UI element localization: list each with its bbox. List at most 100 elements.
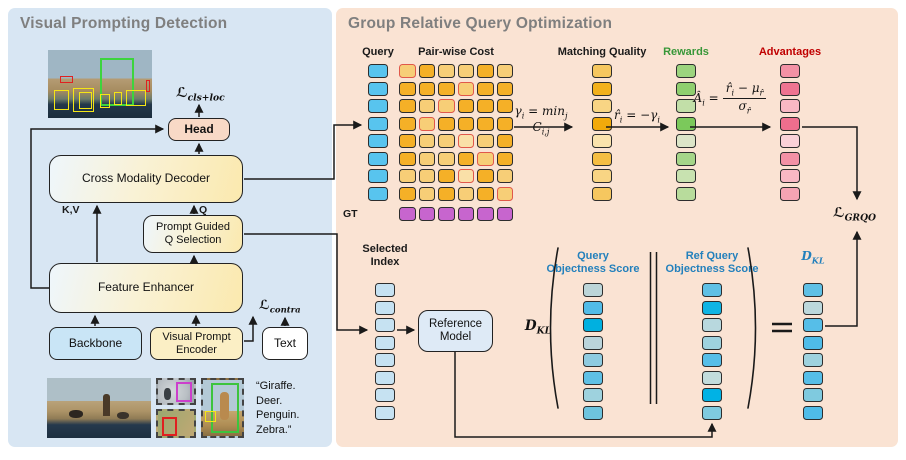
square xyxy=(457,207,474,221)
square xyxy=(368,81,388,96)
cost-cell xyxy=(418,169,435,183)
backbone-box: Backbone xyxy=(49,327,142,360)
selected-index-line2: Index xyxy=(370,256,400,269)
cost-cell xyxy=(438,134,455,148)
f3-fraction: r̂i − μr̂ σr̂ xyxy=(722,81,767,116)
cost-cell xyxy=(496,151,513,166)
cost-cell xyxy=(438,81,455,96)
prompt-line: Penguin. xyxy=(256,409,300,421)
loss-grqo-symbol: ℒ xyxy=(833,205,845,221)
left-panel-title: Visual Prompting Detection xyxy=(20,15,228,32)
selected-index-header: Selected Index xyxy=(355,243,415,269)
yellow-detection-box xyxy=(54,90,69,110)
square xyxy=(676,151,696,166)
square xyxy=(702,300,722,315)
f3-n2: − μ xyxy=(734,81,760,95)
cost-cell xyxy=(399,116,416,131)
cost-cell xyxy=(457,99,474,113)
square xyxy=(438,207,455,221)
square xyxy=(399,207,416,221)
square xyxy=(368,64,388,78)
square xyxy=(583,388,603,402)
text-box: Text xyxy=(262,327,308,360)
dkl-op-sub: KL xyxy=(536,325,552,337)
cross-modality-decoder-box: Cross Modality Decoder xyxy=(49,155,243,203)
square xyxy=(592,99,612,113)
pgqs-label-line1: Prompt Guided xyxy=(156,221,230,234)
loss-grqo-subscript: GRQO xyxy=(844,212,876,224)
square xyxy=(368,169,388,183)
gt-label: GT xyxy=(343,208,358,220)
query-objectness-column xyxy=(583,283,603,420)
square xyxy=(702,318,722,332)
f1-gamma: γ xyxy=(514,104,522,118)
square xyxy=(780,151,800,166)
square xyxy=(368,116,388,131)
cross-modality-decoder-label: Cross Modality Decoder xyxy=(81,171,211,186)
f3-d1: σ xyxy=(738,99,747,114)
detection-result-image xyxy=(48,50,152,118)
giraffe-silhouette xyxy=(103,394,110,416)
reward-formula: r̂i = −γi xyxy=(598,108,676,124)
pgqs-label-line2: Q Selection xyxy=(164,234,222,246)
cost-cell xyxy=(399,81,416,96)
green-prompt-box xyxy=(211,383,239,433)
ref-query-objectness-header: Ref Query Objectness Score xyxy=(664,250,760,276)
square xyxy=(496,207,513,221)
square xyxy=(592,151,612,166)
rewards-header: Rewards xyxy=(663,46,709,58)
square xyxy=(780,186,800,201)
advantage-formula: Âi = r̂i − μr̂ σr̂ xyxy=(684,81,776,116)
f3-denominator: σr̂ xyxy=(739,99,751,115)
square xyxy=(375,353,395,367)
visual-prompt-giraffe-tall-image xyxy=(201,378,244,438)
square xyxy=(368,186,388,201)
square xyxy=(803,283,823,297)
square xyxy=(676,81,696,96)
magenta-prompt-box xyxy=(176,382,192,402)
square xyxy=(803,300,823,315)
square xyxy=(375,335,395,350)
square xyxy=(803,388,823,402)
square xyxy=(583,318,603,332)
cost-cell xyxy=(496,116,513,131)
prompt-guided-q-selection-box: Prompt Guided Q Selection xyxy=(143,215,243,253)
advantages-column xyxy=(780,64,800,201)
backbone-label: Backbone xyxy=(68,335,123,350)
cost-cell-min xyxy=(418,116,435,131)
dkl-column-header: DKL xyxy=(793,249,833,265)
square xyxy=(418,207,435,221)
f2-sub-i2: i xyxy=(657,114,660,125)
square xyxy=(592,64,612,78)
f3-n2s: r̂ xyxy=(759,87,764,98)
square xyxy=(702,370,722,385)
yellow-detection-box xyxy=(73,88,94,112)
reference-model-line2: Model xyxy=(439,331,472,343)
f2-sub-i: i xyxy=(619,114,623,125)
f3-sub-i: i xyxy=(702,97,705,108)
square xyxy=(375,318,395,332)
visual-prompt-encoder-box: Visual Prompt Encoder xyxy=(150,327,243,360)
cost-cell xyxy=(477,81,494,96)
square xyxy=(780,99,800,113)
cost-cell xyxy=(457,186,474,201)
square xyxy=(803,335,823,350)
feature-enhancer-label: Feature Enhancer xyxy=(97,280,195,295)
cost-cell xyxy=(418,134,435,148)
dkl-col-sub: KL xyxy=(811,255,825,266)
square xyxy=(583,370,603,385)
selected-index-line1: Selected xyxy=(362,243,408,255)
loss-cls-loc-subscript: cls+loc xyxy=(187,92,225,104)
loss-contra-subscript: contra xyxy=(269,305,301,316)
reference-model-line1: Reference xyxy=(428,317,483,330)
square xyxy=(583,405,603,420)
head-label: Head xyxy=(184,121,214,136)
square xyxy=(803,405,823,420)
loss-grqo: ℒGRQO xyxy=(833,205,876,224)
head-box: Head xyxy=(168,118,230,141)
vpe-label-line1: Visual Prompt xyxy=(162,330,231,343)
square xyxy=(676,116,696,131)
cost-cell xyxy=(399,134,416,148)
f3-n1s: i xyxy=(731,87,735,98)
